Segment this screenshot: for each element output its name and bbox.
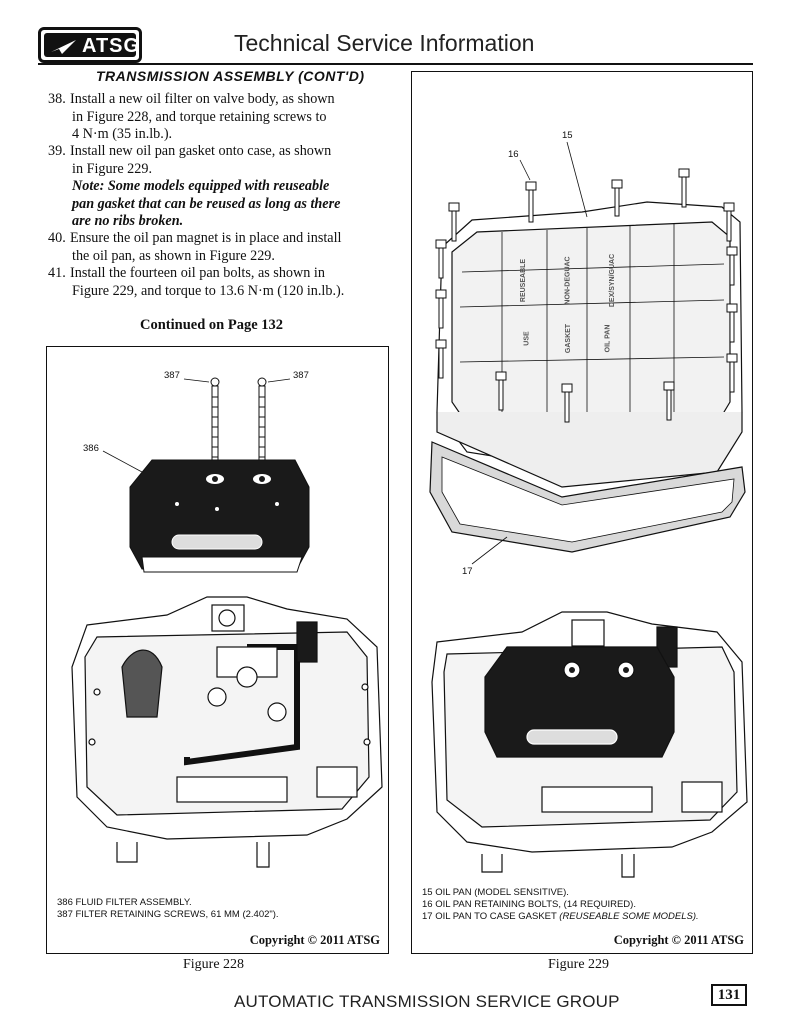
step-line: Ensure the oil pan magnet is in place an… [70,230,342,246]
callout-17: 17 [462,566,473,577]
step-line: Install the fourteen oil pan bolts, as s… [70,265,325,281]
plane-icon [51,40,76,54]
pan-text: USE [523,331,531,346]
figure-229-legend: 15 OIL PAN (MODEL SENSITIVE). 16 OIL PAN… [422,887,699,923]
legend-item: 16 OIL PAN RETAINING BOLTS, (14 REQUIRED… [422,899,636,910]
pan-text: GASKET [565,323,573,354]
legend-item: 387 FILTER RETAINING SCREWS, 61 MM (2.40… [57,909,279,920]
callout-386: 386 [83,443,99,454]
pan-text: DEX/SYN/GUAC [609,253,617,308]
legend-item-note: (REUSEABLE SOME MODELS). [559,911,699,922]
legend-item: 386 FLUID FILTER ASSEMBLY. [57,897,192,908]
atsg-logo: ATSG [38,27,142,63]
figure-228-illustration [71,377,383,868]
header-rule [38,63,753,65]
legend-item: 15 OIL PAN (MODEL SENSITIVE). [422,887,569,898]
figure-228-caption: Figure 228 [183,957,245,972]
step-line: 4 N·m (35 in.lb.). [72,126,173,142]
valve-body [71,596,383,868]
figure-228-legend: 386 FLUID FILTER ASSEMBLY. 387 FILTER RE… [57,897,279,921]
step-note-line: are no ribs broken. [72,213,184,229]
step-line: Install new oil pan gasket onto case, as… [70,143,332,159]
page-number: 131 [711,984,747,1006]
figure-229-illustration [429,141,748,878]
step-line: the oil pan, as shown in Figure 229. [72,247,275,264]
step-number: 38. [48,91,66,107]
figure-229-box: REUSEABLE NON-DEGUAC DEX/SYN/GUAC USE GA… [411,71,753,954]
step-line: Install a new oil filter on valve body, … [70,91,335,107]
step-line: Figure 229, and torque to 13.6 N·m (120 … [72,282,345,299]
step-39: 39. Install new oil pan gasket onto case… [48,143,378,231]
pan-text: REUSEABLE [520,258,528,303]
pan-text: OIL PAN [604,324,612,353]
callout-387-right: 387 [293,370,309,381]
figure-228-copyright: Copyright © 2011 ATSG [249,933,380,947]
page-title: Technical Service Information [234,30,535,56]
step-note-line: Note: Some models equipped with reuseabl… [72,178,330,194]
figure-229-copyright: Copyright © 2011 ATSG [613,933,744,947]
oil-pan [436,201,743,488]
step-41: 41. Install the fourteen oil pan bolts, … [48,265,378,300]
callout-16: 16 [508,149,519,160]
screw-left [210,377,220,467]
pan-markings: REUSEABLE NON-DEGUAC DEX/SYN/GUAC USE GA… [508,253,708,357]
figure-229-caption: Figure 229 [548,957,610,972]
callout-387-left: 387 [164,370,180,381]
continued-note: Continued on Page 132 [140,317,284,333]
step-line: in Figure 228, and torque retaining scre… [72,108,327,125]
section-title: TRANSMISSION ASSEMBLY (CONT'D) [96,68,365,84]
step-38: 38. Install a new oil filter on valve bo… [48,91,378,144]
pan-text: NON-DEGUAC [564,256,572,305]
logo-text: ATSG [82,35,141,57]
legend-item: 17 OIL PAN TO CASE GASKET (REUSEABLE SOM… [422,911,699,923]
oil-pan-bolts [435,168,738,423]
step-number: 40. [48,230,66,246]
step-number: 39. [48,143,66,159]
footer-text: AUTOMATIC TRANSMISSION SERVICE GROUP [234,992,620,1011]
figure-228-box: 387 387 386 386 FLUID FILTER ASSEMBLY. 3… [46,346,389,954]
step-40: 40. Ensure the oil pan magnet is in plac… [48,230,378,265]
assembled-valve-body [431,611,748,878]
legend-item-text: 17 OIL PAN TO CASE GASKET [422,911,557,922]
step-number: 41. [48,265,66,281]
step-line: in Figure 229. [72,160,152,177]
callout-15: 15 [562,130,573,141]
step-note-line: pan gasket that can be reused as long as… [72,195,341,212]
filter-assembly [129,459,310,573]
screw-right [257,377,267,467]
